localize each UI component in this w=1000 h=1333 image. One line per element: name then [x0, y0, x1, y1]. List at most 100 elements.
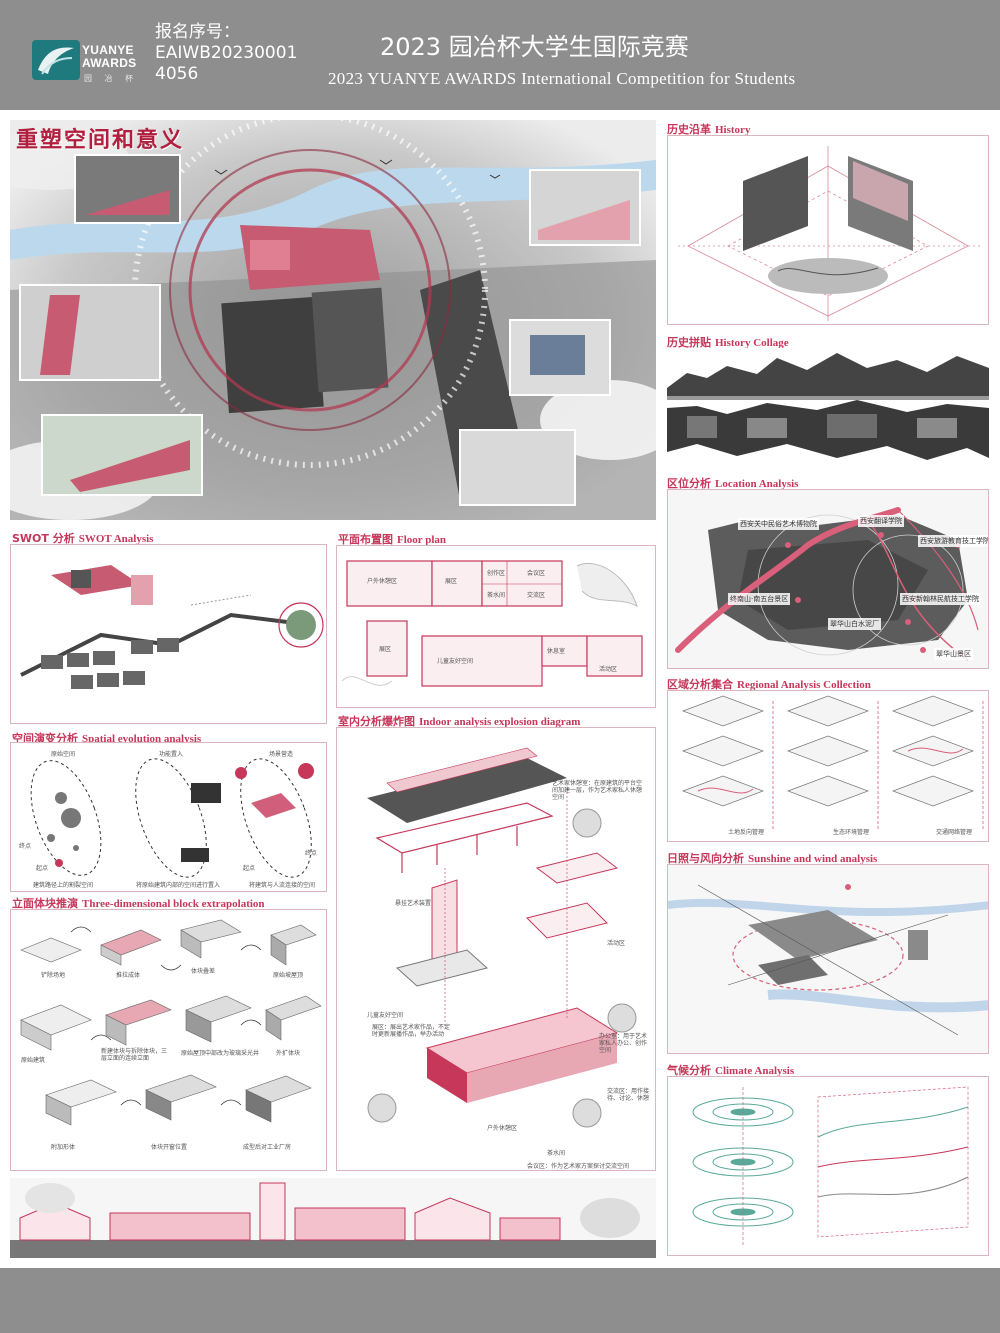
floor-label-7: 展区 [379, 646, 392, 653]
spatial-caption-2: 将原始建筑内部的空间进行置入 [136, 882, 221, 889]
location-map [668, 490, 988, 668]
history-panel [667, 135, 989, 325]
spatial-label-4: 终点 [19, 843, 32, 850]
hero-title: 重塑空间和意义 [16, 127, 185, 153]
section-title-regional-cn: 区域分析集合 [667, 678, 733, 691]
block-label-9: 附加形体 [51, 1144, 76, 1151]
section-title-sun: 日照与风向分析 Sunshine and wind analysis [667, 850, 877, 866]
block-label-4: 原始坡屋顶 [273, 972, 304, 979]
history-isometric-diagram [678, 146, 980, 321]
yuanye-logo-icon [32, 40, 80, 80]
block-panel: 铲除场地 推拉成体 体块叠差 原始坡屋顶 原始建筑 新建体块与拆除体块，三层立面… [10, 909, 327, 1171]
location-label-2: 西安翻译学院 [858, 515, 904, 527]
climate-panel [667, 1076, 989, 1256]
section-elevation-drawing [10, 1178, 656, 1258]
spatial-label-1: 原始空间 [51, 751, 76, 758]
collage-panel [667, 348, 989, 466]
regional-label-1: 土地反向管理 [728, 829, 765, 836]
logo-wordmark: YUANYE AWARDS [82, 44, 136, 70]
hero-aerial-illustration [10, 120, 656, 520]
block-label-2: 推拉成体 [116, 972, 141, 979]
indoor-label-8: 户外休憩区 [487, 1125, 518, 1132]
section-title-swot-cn: SWOT 分析 [12, 532, 75, 545]
floor-label-8: 儿童友好空间 [437, 658, 474, 665]
swot-panel [10, 544, 327, 724]
section-title-indoor-en: Indoor analysis explosion diagram [419, 716, 581, 728]
section-title-regional-en: Regional Analysis Collection [737, 679, 871, 691]
header-band: YUANYE AWARDS 园 冶 杯 报名序号： EAIWB20230001 … [0, 0, 1000, 110]
spatial-label-7: 起点 [243, 865, 256, 872]
regional-label-2: 生态环境管理 [833, 829, 870, 836]
indoor-label-4: 儿童友好空间 [367, 1012, 404, 1019]
spatial-label-3: 场景营造 [269, 751, 294, 758]
section-title-climate-en: Climate Analysis [715, 1065, 795, 1077]
section-title-collage-cn: 历史拼贴 [667, 336, 711, 349]
section-title-sun-cn: 日照与风向分析 [667, 852, 744, 865]
section-title-history-en: History [715, 124, 751, 136]
floor-label-6: 交流区 [527, 592, 546, 599]
section-title-collage-en: History Collage [715, 337, 789, 349]
floor-label-1: 户外休憩区 [367, 578, 398, 585]
regional-label-3: 交通网络管理 [936, 829, 973, 836]
location-label-3: 西安旅游教育技工学院 [918, 535, 988, 547]
spatial-evolution-diagram [30, 758, 314, 878]
block-label-3: 体块叠差 [191, 968, 216, 975]
spatial-label-2: 功能置入 [159, 751, 184, 758]
location-label-5: 西安新翰林民航技工学院 [900, 593, 981, 605]
spatial-label-5: 起点 [36, 865, 49, 872]
location-label-7: 翠华山景区 [934, 648, 973, 660]
indoor-label-9: 茶水间 [547, 1150, 566, 1157]
indoor-label-6: 办公室：用于艺术家私人办公、创作空间 [599, 1033, 648, 1054]
indoor-explosion-drawing [367, 747, 637, 1128]
indoor-label-3: 活动区 [607, 940, 626, 947]
floor-label-5: 茶水间 [487, 592, 506, 599]
registration-number: 报名序号： EAIWB20230001 4056 [155, 22, 297, 85]
spatial-label-6: 终点 [305, 850, 318, 857]
competition-title-cn: 2023 园冶杯大学生国际竞赛 [380, 33, 689, 61]
floor-plan-drawing [341, 560, 643, 687]
climate-layer-diagram [692, 1086, 969, 1247]
section-elevation-panel [10, 1178, 656, 1258]
sun-panel [667, 864, 989, 1054]
regional-panel: 土地反向管理 生态环境管理 交通网络管理 [667, 690, 989, 842]
logo-chinese: 园 冶 杯 [84, 74, 139, 83]
hero-aerial-panel: 重塑空间和意义 [10, 120, 656, 520]
indoor-label-5: 展区：展出艺术家作品，不定时更新展播作品，举办活动 [372, 1024, 451, 1038]
sunshine-wind-diagram [668, 865, 988, 1053]
section-title-climate: 气候分析 Climate Analysis [667, 1062, 794, 1078]
logo-line-2: AWARDS [82, 56, 137, 70]
indoor-label-1: 艺术家休憩室：在原建筑的平台空间加建一层，作为艺术家私人休憩空间 [552, 780, 643, 801]
block-label-10: 体块开窗位置 [151, 1144, 188, 1151]
reg-line-1: EAIWB20230001 [155, 43, 298, 63]
section-title-floor-en: Floor plan [397, 534, 447, 546]
section-title-regional: 区域分析集合 Regional Analysis Collection [667, 676, 871, 692]
block-label-7: 原始屋顶中部改为玻璃采光井 [181, 1050, 260, 1057]
spatial-caption-3: 将建筑与人流连接的空间 [249, 882, 316, 889]
regional-layer-stacks [682, 695, 984, 831]
section-title-block-cn: 立面体块推演 [12, 897, 78, 910]
block-label-5: 原始建筑 [21, 1057, 46, 1064]
section-title-swot-en: SWOT Analysis [78, 533, 154, 545]
floor-panel: 户外休憩区 展区 创作区 会议区 茶水间 交流区 展区 儿童友好空间 休息室 活… [336, 545, 656, 708]
section-title-location-cn: 区位分析 [667, 477, 711, 490]
footer-band [0, 1268, 1000, 1333]
section-title-sun-en: Sunshine and wind analysis [748, 853, 878, 865]
indoor-label-7: 交流区：用作接待、讨论、休憩 [607, 1088, 650, 1102]
section-title-climate-cn: 气候分析 [667, 1064, 711, 1077]
floor-label-2: 展区 [445, 578, 458, 585]
section-title-spatial-cn: 空间演变分析 [12, 732, 78, 745]
block-label-8: 外扩体块 [276, 1050, 301, 1057]
indoor-label-10: 会议区：作为艺术家方案探讨交流空间 [527, 1163, 630, 1170]
history-collage-image [667, 353, 989, 460]
floor-label-3: 创作区 [487, 570, 506, 577]
swot-diagram [20, 565, 324, 689]
logo-line-1: YUANYE [82, 43, 134, 57]
floor-label-4: 会议区 [527, 570, 546, 577]
reg-line-2: 4056 [155, 64, 199, 84]
